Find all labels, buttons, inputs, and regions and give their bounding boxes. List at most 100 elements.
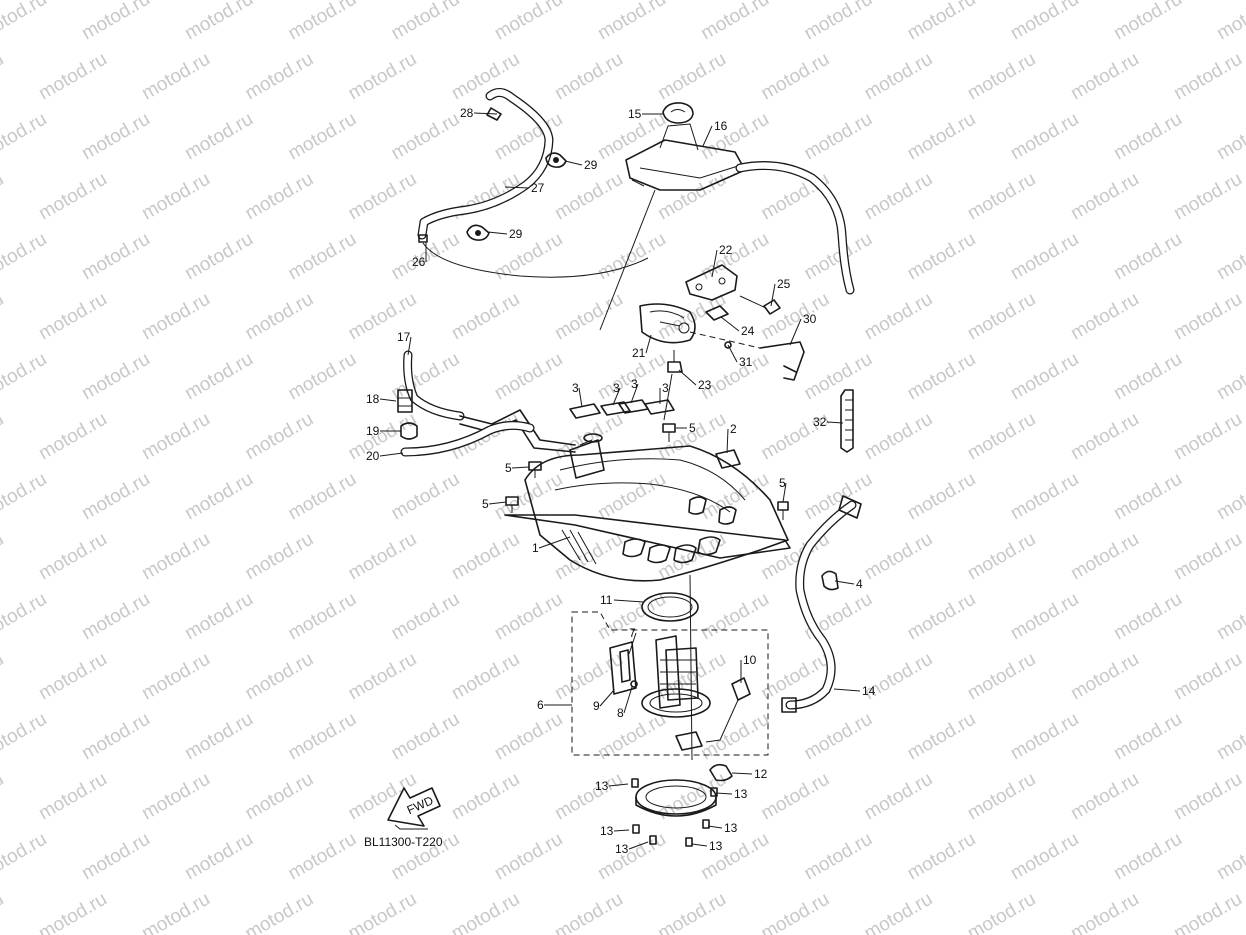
callout-c14[interactable]: 14 — [833, 684, 876, 698]
callout-c10[interactable]: 10 — [740, 653, 757, 683]
part-16-drain-hose[interactable] — [735, 161, 855, 295]
part-16-tray[interactable] — [625, 123, 746, 191]
part-23-fitting[interactable] — [667, 350, 683, 373]
watermark-text: motod.ru — [801, 109, 876, 165]
callout-c31[interactable]: 31 — [727, 344, 753, 369]
watermark-text: motod.ru — [35, 49, 110, 105]
watermark-text: motod.ru — [1067, 529, 1142, 585]
callout-leader — [630, 383, 639, 404]
callout-c23[interactable]: 23 — [678, 369, 712, 392]
part-31-washer[interactable] — [724, 341, 732, 349]
watermark-text: motod.ru — [35, 169, 110, 225]
callout-c7[interactable]: 7 — [628, 626, 637, 655]
callout-c13e[interactable]: 13 — [615, 841, 649, 856]
watermark-text: motod.ru — [861, 49, 936, 105]
callout-c3d[interactable]: 3 — [659, 381, 669, 404]
watermark-text: motod.ru — [345, 49, 420, 105]
callout-c3c[interactable]: 3 — [630, 377, 639, 404]
callout-c29b[interactable]: 29 — [487, 227, 523, 241]
watermark-text: motod.ru — [78, 229, 153, 285]
part-32-cable-tie[interactable] — [840, 389, 854, 453]
callout-c9[interactable]: 9 — [593, 689, 615, 713]
diagram-code: BL11300-T220 — [364, 835, 443, 849]
part-20-hose[interactable] — [400, 420, 535, 457]
part-11-gasket[interactable] — [641, 592, 699, 622]
part-24-clip[interactable] — [705, 305, 729, 321]
part-28-clip[interactable] — [486, 107, 502, 121]
callout-c28[interactable]: 28 — [460, 106, 498, 120]
part-5-bolt-a[interactable] — [662, 423, 676, 442]
callout-leader — [488, 501, 507, 505]
part-3-pads[interactable] — [569, 399, 675, 419]
part-21-filler-neck[interactable] — [639, 303, 696, 344]
part-8-o-ring[interactable] — [630, 680, 638, 688]
callout-c4[interactable]: 4 — [834, 577, 863, 591]
watermark-text: motod.ru — [285, 109, 360, 165]
callout-c25[interactable]: 25 — [770, 277, 791, 307]
callout-c5a[interactable]: 5 — [676, 421, 696, 435]
callout-c20[interactable]: 20 — [366, 449, 404, 463]
part-10-fuel-sender[interactable] — [705, 677, 751, 743]
part-17-hose[interactable] — [403, 350, 465, 421]
part-2-damper[interactable] — [715, 449, 741, 469]
callout-c5d[interactable]: 5 — [482, 497, 507, 511]
part-19-clamp[interactable] — [400, 422, 418, 440]
part-float[interactable] — [675, 731, 703, 751]
callout-c2[interactable]: 2 — [726, 422, 737, 454]
callout-c26[interactable]: 26 — [412, 243, 427, 269]
callout-number: 27 — [531, 181, 545, 195]
part-30-rod[interactable] — [759, 341, 805, 381]
part-13-bolts[interactable] — [631, 778, 718, 847]
callout-c17[interactable]: 17 — [397, 330, 412, 356]
part-18-filter[interactable] — [397, 389, 413, 413]
callout-c11[interactable]: 11 — [600, 593, 645, 607]
part-1-fuel-tank[interactable] — [504, 433, 791, 582]
callout-c15[interactable]: 15 — [628, 107, 663, 121]
watermark-text: motod.ru — [242, 649, 317, 705]
callout-c3a[interactable]: 3 — [572, 381, 583, 408]
callout-c13b[interactable]: 13 — [715, 787, 748, 801]
callout-c21[interactable]: 21 — [632, 334, 652, 360]
part-25-bolt[interactable] — [739, 295, 781, 315]
callout-c18[interactable]: 18 — [366, 392, 397, 406]
callout-c5c[interactable]: 5 — [779, 476, 787, 503]
part-29-clamp-upper[interactable] — [545, 152, 567, 168]
callout-c27[interactable]: 27 — [504, 181, 545, 195]
callout-c30[interactable]: 30 — [789, 312, 817, 346]
callout-c3b[interactable]: 3 — [612, 381, 621, 406]
callout-c19[interactable]: 19 — [366, 424, 401, 438]
part-27-vent-hose[interactable] — [417, 88, 554, 240]
callout-c12[interactable]: 12 — [731, 767, 768, 781]
part-29-clamp-lower[interactable] — [466, 224, 490, 241]
part-15-cap[interactable] — [662, 102, 694, 124]
callout-leader — [833, 688, 861, 692]
part-5-bolt-c[interactable] — [777, 501, 789, 520]
part-22-bracket[interactable] — [685, 264, 738, 301]
part-9-pump-bracket[interactable] — [609, 641, 637, 695]
callout-c13d[interactable]: 13 — [707, 821, 738, 835]
callout-c16[interactable]: 16 — [702, 119, 728, 147]
callout-leader — [504, 186, 530, 189]
callout-c22[interactable]: 22 — [711, 243, 733, 278]
callout-c1[interactable]: 1 — [532, 536, 571, 555]
callout-c8[interactable]: 8 — [617, 686, 633, 720]
callout-c5b[interactable]: 5 — [505, 461, 530, 475]
watermark-text: motod.ru — [964, 289, 1039, 345]
watermark-text: motod.ru — [964, 649, 1039, 705]
callout-c32[interactable]: 32 — [813, 415, 844, 429]
callout-c6[interactable]: 6 — [537, 698, 572, 712]
part-14-fuel-hose[interactable] — [781, 495, 862, 713]
callout-c13c[interactable]: 13 — [600, 824, 630, 838]
callout-number: 19 — [366, 424, 380, 438]
watermark-text: motod.ru — [0, 709, 50, 765]
part-retaining-ring[interactable] — [635, 779, 717, 817]
callout-c24[interactable]: 24 — [720, 316, 755, 338]
part-12-hose[interactable] — [709, 763, 733, 782]
part-fuel-pump-body[interactable] — [641, 635, 711, 718]
callout-c29a[interactable]: 29 — [564, 158, 598, 172]
part-26-joint[interactable] — [418, 234, 428, 243]
watermark-text: motod.ru — [491, 0, 566, 44]
callout-c13a[interactable]: 13 — [595, 779, 629, 793]
callout-c13f[interactable]: 13 — [691, 839, 723, 853]
part-4-clamp[interactable] — [821, 570, 839, 591]
